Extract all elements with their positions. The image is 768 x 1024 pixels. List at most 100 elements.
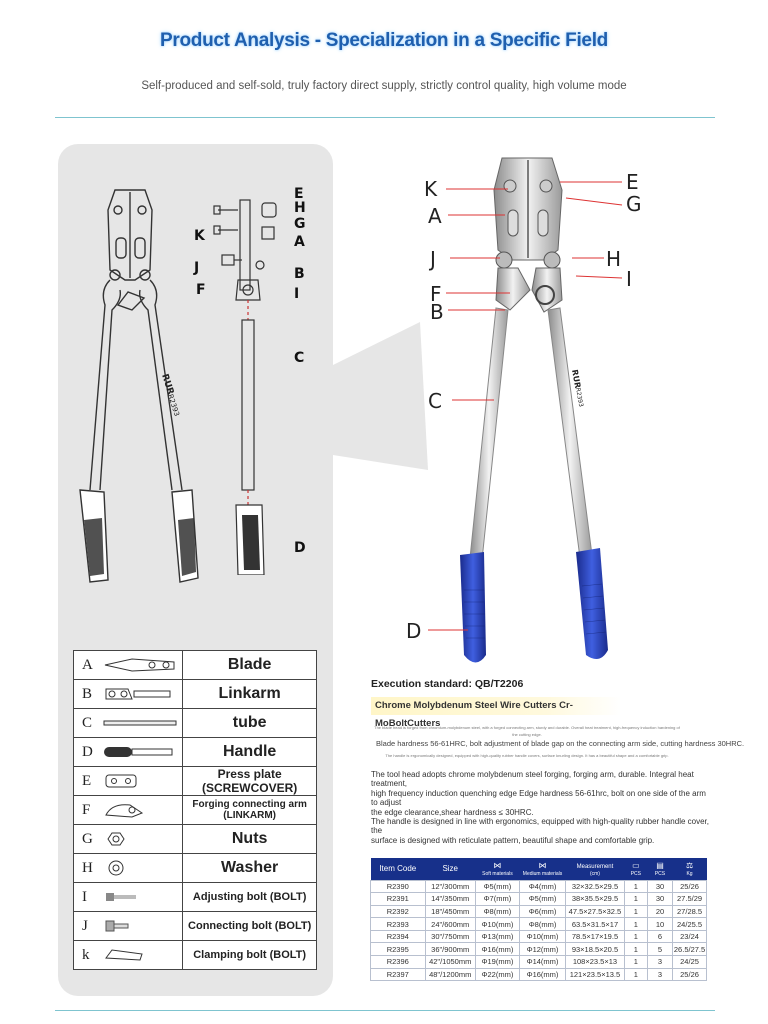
parts-legend-table: A Blade B Linkarm C tube D Handle E Pres…	[72, 650, 317, 970]
sketch-label-f: F	[196, 282, 206, 298]
parts-row-e: E Press plate (SCREWCOVER)	[72, 766, 317, 796]
fine-print-3: The handle is ergonomically designed, eq…	[385, 753, 669, 758]
part-name-i: Adjusting bolt (BOLT)	[182, 882, 317, 912]
specification-table: Item Code Size ⋈Soft materials ⋈Medium m…	[370, 858, 707, 982]
spec-cell: 47.5×27.5×32.5	[565, 904, 625, 919]
hardness-note: Blade hardness 56-61HRC, bolt adjustment…	[376, 739, 745, 748]
spec-cell: 1	[623, 967, 648, 982]
fine-print-1: The blade head is forged from chromium-m…	[374, 725, 680, 730]
washer-icon	[108, 860, 124, 876]
spec-cell: R2394	[370, 929, 426, 944]
clamping-bolt-icon	[105, 949, 143, 961]
spec-header-row: Item Code Size ⋈Soft materials ⋈Medium m…	[370, 858, 707, 880]
spec-cell: 1	[623, 955, 648, 969]
parts-row-f: F Forging connecting arm (LINKARM)	[72, 795, 317, 825]
spec-cell: 121×23.5×13.5	[565, 967, 625, 982]
header-inner-pcs: ▭PCS	[624, 858, 648, 880]
spec-cell: 26.5/27.5	[672, 942, 707, 957]
sketch-label-h: H	[294, 200, 306, 216]
photo-label-b: B	[430, 300, 444, 324]
part-name-b: Linkarm	[182, 679, 317, 709]
spec-cell: 25/26	[672, 879, 707, 894]
parts-row-g: G Nuts	[72, 824, 317, 854]
part-name-k: Clamping bolt (BOLT)	[182, 940, 317, 970]
photo-label-j: J	[430, 247, 436, 271]
tube-icon	[103, 720, 177, 726]
parts-row-i: I Adjusting bolt (BOLT)	[72, 882, 317, 912]
spec-cell: R2391	[370, 892, 426, 906]
spec-cell: 20	[646, 904, 674, 919]
spec-cell: Φ10(mm)	[474, 917, 520, 931]
spec-cell: 30	[646, 892, 674, 906]
description-line: The tool head adopts chrome molybdenum s…	[371, 770, 694, 789]
spec-cell: 78.5×17×19.5	[565, 929, 625, 944]
top-divider	[55, 117, 715, 118]
photo-label-k: K	[424, 177, 438, 201]
parts-row-a: A Blade	[72, 650, 317, 680]
bolt-cutter-photo: RUR R2393	[460, 157, 608, 663]
header-soft-materials: ⋈Soft materials	[475, 858, 520, 880]
nut-icon	[107, 832, 125, 846]
spec-cell: 24"/600mm	[424, 917, 476, 931]
blade-open-icon: ⋈	[538, 860, 547, 870]
part-name-g: Nuts	[182, 824, 317, 854]
parts-row-k: k Clamping bolt (BOLT)	[72, 940, 317, 970]
spec-cell: Φ16(mm)	[518, 967, 567, 982]
spec-cell: 24/25	[672, 955, 707, 969]
spec-cell: Φ12(mm)	[518, 942, 567, 957]
boxes-icon: ▤	[656, 860, 664, 870]
spec-cell: Φ8(mm)	[474, 904, 520, 919]
photo-label-g: G	[626, 192, 642, 216]
parts-row-c: C tube	[72, 708, 317, 738]
spec-cell: Φ5(mm)	[474, 879, 520, 894]
spec-cell: R2396	[370, 955, 426, 969]
product-description: The tool head adopts chrome molybdenum s…	[371, 770, 711, 845]
spec-cell: 14"/350mm	[424, 892, 476, 906]
bottom-divider	[55, 1010, 715, 1011]
press-plate-icon	[105, 774, 137, 788]
spec-cell: 1	[623, 929, 648, 944]
fine-print-2: the cutting edge.	[512, 732, 542, 737]
header-item-code: Item Code	[370, 858, 426, 880]
spec-cell: 3	[646, 955, 674, 969]
spec-cell: Φ22(mm)	[474, 967, 520, 982]
spec-cell: Φ5(mm)	[518, 892, 567, 906]
spec-cell: 3	[646, 967, 674, 982]
spec-cell: 25/26	[672, 967, 707, 982]
handle-icon	[104, 747, 173, 757]
photo-label-c: C	[428, 389, 442, 413]
sketch-label-j: J	[194, 260, 200, 276]
spec-cell: R2397	[370, 967, 426, 982]
header-size: Size	[425, 858, 476, 880]
photo-label-f: F	[430, 282, 442, 306]
spec-cell: Φ4(mm)	[518, 879, 567, 894]
bolt-cutter-sketch: RUR R2393	[79, 189, 199, 583]
spec-cell: 36"/900mm	[424, 942, 476, 957]
spec-cell: 108×23.5×13	[565, 955, 625, 969]
photo-model: R2393	[574, 387, 584, 408]
part-name-j: Connecting bolt (BOLT)	[182, 911, 317, 941]
spec-cell: 10	[646, 917, 674, 931]
sketch-label-a: A	[294, 234, 305, 250]
spec-cell: 12"/300mm	[424, 879, 476, 894]
spec-cell: 27.5/29	[672, 892, 707, 906]
spec-cell: 1	[623, 892, 648, 906]
part-name-h: Washer	[182, 853, 317, 883]
description-line: the edge clearance,shear hardness ≤ 30HR…	[371, 807, 534, 817]
sketch-label-c: C	[294, 350, 305, 366]
sketch-label-k: K	[194, 228, 205, 244]
product-name: Chrome Molybdenum Steel Wire Cutters Cr-…	[371, 697, 621, 729]
sketch-label-g: G	[294, 216, 306, 232]
sketch-label-b: B	[294, 266, 305, 282]
sketch-model: R2393	[166, 393, 181, 417]
parts-row-d: D Handle	[72, 737, 317, 767]
part-name-d: Handle	[182, 737, 317, 767]
photo-label-i: I	[626, 267, 632, 291]
spec-cell: R2390	[370, 879, 426, 894]
blade-icon	[104, 658, 175, 672]
parts-row-h: H Washer	[72, 853, 317, 883]
